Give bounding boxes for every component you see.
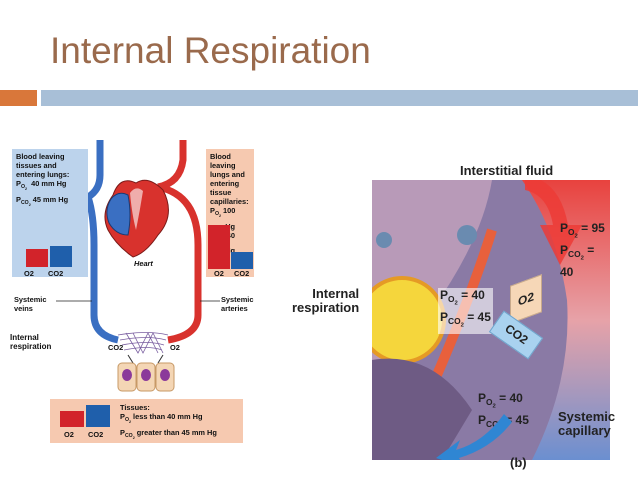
capillary-bed (117, 332, 169, 354)
co2-label: CO2 (234, 269, 250, 278)
lungs-bar-chart (26, 246, 72, 267)
co2-bar (231, 252, 253, 269)
panel-letter: (b) (510, 455, 527, 470)
circulation-diagram: Blood leaving tissues and entering lungs… (8, 135, 255, 445)
artery-path (157, 140, 202, 344)
o2-diffusion-label: O2 (170, 343, 180, 352)
po2-row: PO2 40 mm Hg (16, 179, 67, 192)
tissues-panel: O2 CO2 Tissues: PO2 less than 40 mm Hg P… (50, 399, 243, 443)
co2-label: CO2 (48, 269, 64, 278)
adipose-cell (372, 276, 446, 364)
interstitial-fluid-label: Interstitial fluid (460, 163, 554, 178)
vein-path (83, 140, 119, 344)
tissues-text: Tissues: PO2 less than 40 mm Hg PCO2 gre… (120, 403, 217, 440)
systemic-veins-label: Systemic veins (14, 295, 47, 313)
heart-label: Heart (134, 259, 153, 268)
internal-respiration-title: Internal respiration (292, 286, 360, 315)
o2-bar (60, 411, 84, 427)
panel-text: entering tissue (210, 179, 240, 197)
blood-inflow-arrow (525, 180, 582, 265)
panel-text: capillaries: (210, 197, 249, 206)
capillaries-entry-panel: Blood leaving lungs and entering tissue … (206, 149, 254, 278)
blood-outflow-arrow (436, 414, 512, 460)
capillaries-bar-chart (208, 225, 253, 269)
o2-bar (208, 225, 230, 269)
tissues-bar-chart (60, 405, 110, 427)
cell-values: PO2 = 40 PCO2 = 45 (438, 288, 493, 335)
co2-bar (86, 405, 110, 427)
internal-respiration-label: Internal respiration (10, 333, 52, 351)
tissue-cells (117, 362, 175, 392)
slide-title: Internal Respiration (50, 30, 371, 71)
title-underline-accent (0, 90, 37, 106)
systemic-arteries-label: Systemic arteries (221, 295, 254, 313)
circulation-illustration (56, 140, 220, 392)
co2-bar (50, 246, 72, 267)
panel-text: Blood leaving (210, 152, 236, 170)
internal-respiration-illustration: PO2 = 95 PCO2 = 40 PO2 = 40 PCO2 = 45 O2… (372, 180, 610, 460)
o2-label: O2 (214, 269, 224, 278)
title-underline-bar (41, 90, 638, 106)
panel-text: lungs and (210, 170, 245, 179)
o2-bar (26, 249, 48, 267)
o2-label: O2 (64, 430, 74, 439)
capillary-bottom-values: PO2 = 40 PCO2 = 45 (478, 391, 529, 432)
co2-label: CO2 (88, 430, 104, 439)
panel-text: Blood leaving (16, 152, 65, 161)
panel-text: tissues and (16, 161, 57, 170)
panel-text: entering lungs: (16, 170, 70, 179)
o2-label: O2 (24, 269, 34, 278)
systemic-capillary (522, 180, 610, 460)
co2-diffusion-label: CO2 (108, 343, 124, 352)
systemic-capillary-label: Systemic capillary (558, 409, 616, 438)
capillary-top-values: PO2 = 95 PCO2 = 40 (560, 221, 605, 280)
lungs-entry-panel: Blood leaving tissues and entering lungs… (12, 149, 88, 278)
pco2-row: PCO2 45 mm Hg (16, 194, 69, 208)
